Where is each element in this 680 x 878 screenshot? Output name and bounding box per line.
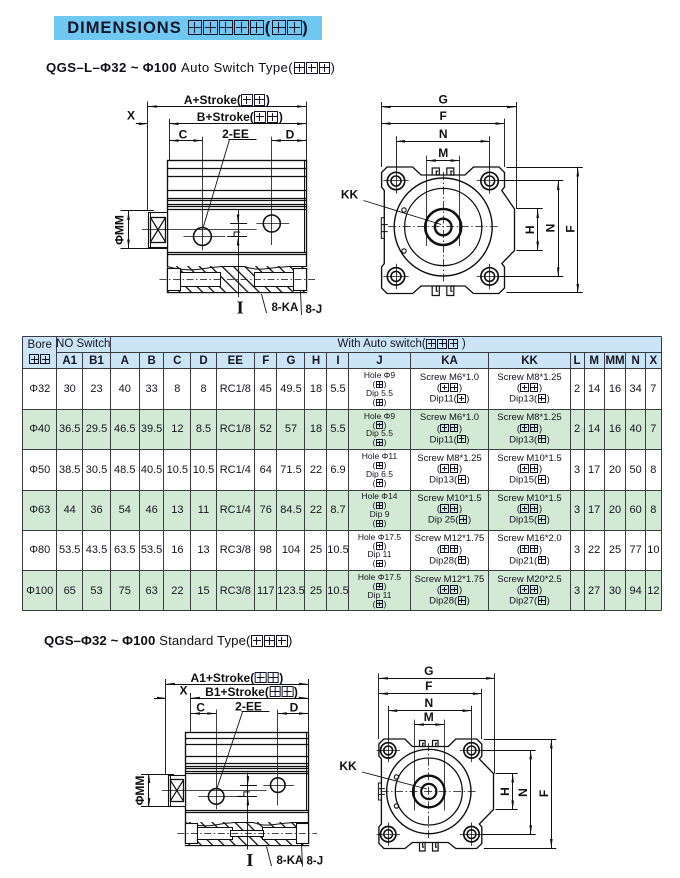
svg-text:M: M bbox=[438, 146, 448, 160]
svg-text:I: I bbox=[246, 850, 253, 870]
svg-text:X: X bbox=[127, 109, 135, 123]
svg-text:KK: KK bbox=[339, 759, 357, 773]
svg-text:C: C bbox=[196, 701, 205, 715]
svg-text:G: G bbox=[424, 664, 433, 678]
svg-text:H: H bbox=[498, 787, 512, 796]
svg-text:N: N bbox=[544, 224, 558, 233]
svg-text:N: N bbox=[516, 788, 530, 797]
svg-text:H: H bbox=[523, 225, 537, 234]
svg-text:F: F bbox=[425, 679, 432, 693]
svg-text:ΦMM: ΦMM bbox=[113, 215, 127, 245]
svg-text:F: F bbox=[563, 225, 577, 232]
svg-text:KK: KK bbox=[341, 188, 359, 202]
svg-text:C: C bbox=[179, 128, 188, 142]
svg-text:D: D bbox=[286, 128, 295, 142]
svg-text:8-KA: 8-KA bbox=[277, 855, 304, 867]
svg-text:2-EE: 2-EE bbox=[235, 700, 262, 714]
svg-text:X: X bbox=[179, 684, 187, 698]
svg-text:8-KA: 8-KA bbox=[272, 302, 299, 314]
svg-text:D: D bbox=[290, 701, 299, 715]
svg-text:8-J: 8-J bbox=[306, 304, 323, 316]
svg-text:8-J: 8-J bbox=[307, 856, 324, 868]
svg-text:ΦMM: ΦMM bbox=[133, 776, 147, 806]
svg-text:I: I bbox=[237, 298, 244, 318]
svg-text:F: F bbox=[440, 109, 447, 123]
svg-text:F: F bbox=[537, 790, 551, 797]
svg-text:2-EE: 2-EE bbox=[222, 127, 249, 141]
svg-text:N: N bbox=[439, 127, 448, 141]
svg-text:N: N bbox=[424, 696, 433, 710]
svg-text:G: G bbox=[439, 93, 448, 107]
svg-text:M: M bbox=[424, 710, 434, 724]
